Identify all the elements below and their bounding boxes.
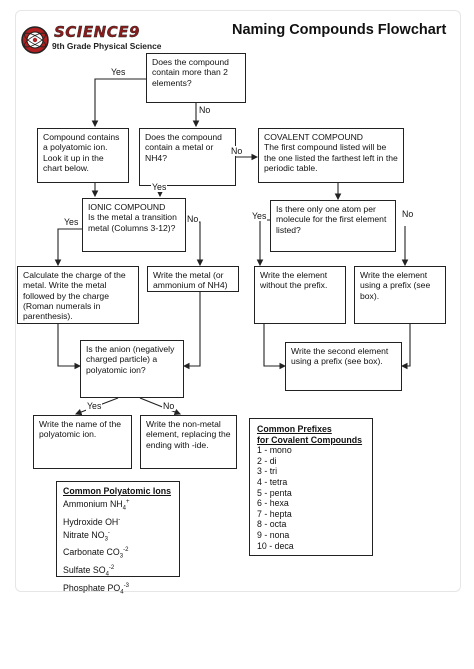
polyatomic-charge: - [107,529,110,536]
prefix-heading-line1: Common Prefixes [257,424,332,434]
polyatomic-subscript: 4 [120,589,124,596]
arrow-q1-yes [91,78,146,128]
arrow-q3-yes [256,219,270,267]
polyatomic-charge: - [118,516,121,523]
polyatomic-name: Phosphate [63,582,108,593]
polyatomic-item: Ammonium NH4+ [63,497,173,515]
logo-emblem-icon [21,26,49,54]
arrow-metal-anion [182,291,201,370]
polyatomic-list: Ammonium NH4+Hydroxide OH-Nitrate NO3-Ca… [63,497,173,598]
page-title: Naming Compounds Flowchart [232,22,447,38]
page-border [15,10,461,592]
question-more-than-two-elements: Does the compound contain more than 2 el… [146,53,246,103]
question-one-atom: Is there only one atom per molecule for … [270,200,396,252]
label-no-anion: No [162,401,176,411]
prefix-item: 4 - tetra [257,476,288,487]
polyatomic-name: Ammonium [63,498,110,509]
label-no-q2: No [230,146,244,156]
polyatomic-formula: SO [92,564,106,575]
prefix-item: 3 - tri [257,466,278,477]
logo-wordmark: SCIENCE9 [54,23,140,41]
polyatomic-name: Nitrate [63,529,92,540]
write-element-no-prefix-box: Write the element without the prefix. [254,266,346,324]
polyatomic-formula: OH [105,516,119,527]
write-element-prefix-box: Write the element using a prefix (see bo… [354,266,446,324]
polyatomic-subscript: 3 [104,536,108,543]
polyatomic-formula: NH [109,498,123,509]
logo-subtitle: 9th Grade Physical Science [52,41,162,51]
prefix-item: 5 - penta [257,487,292,498]
label-yes-ionic: Yes [63,217,80,227]
polyatomic-formula: NO [91,529,105,540]
write-polyatomic-name-box: Write the name of the polyatomic ion. [33,415,132,469]
label-yes-q2: Yes [151,182,168,192]
question-anion-polyatomic: Is the anion (negatively charged particl… [80,340,184,398]
polyatomic-charge: -2 [123,547,129,554]
polyatomic-charge: -3 [123,582,129,589]
prefix-item: 2 - di [257,455,277,466]
polyatomic-heading: Common Polyatomic Ions [63,486,172,496]
label-yes-anion: Yes [86,401,103,411]
polyatomic-item: Phosphate PO4-3 [63,581,173,599]
polyatomic-name: Carbonate [63,547,107,558]
second-element-box: Write the second element using a prefix … [285,342,402,391]
arrow-prefix-second [400,324,411,370]
arrow-calc-anion [57,324,82,370]
polyatomic-charge: -2 [108,564,115,571]
prefixes-table: Common Prefixes for Covalent Compounds 1… [249,418,373,556]
polyatomic-item: Nitrate NO3- [63,528,173,546]
polyatomic-charge: + [126,499,130,505]
arrow-ionic-no [186,221,204,267]
polyatomic-formula: CO [106,547,120,558]
polyatomic-formula: PO [107,582,121,593]
question-metal-nh4: Does the compound contain a metal or NH4… [139,128,236,186]
polyatomic-ion-box: Compound contains a polyatomic ion. Look… [37,128,129,183]
prefix-item: 7 - hepta [257,508,292,519]
arrow-noprefix-second [263,324,287,370]
logo: SCIENCE9 9th Grade Physical Science [20,23,180,57]
polyatomic-subscript: 4 [122,505,126,512]
polyatomic-item: Sulfate SO4-2 [63,563,173,581]
prefix-item: 9 - nona [257,529,290,540]
arrow-ionic-yes [54,228,82,267]
polyatomic-item: Carbonate CO3-2 [63,545,173,563]
label-no-ionic: No [186,214,200,224]
prefix-heading-line2: for Covalent Compounds [257,434,363,445]
polyatomic-subscript: 3 [119,553,124,560]
calculate-charge-box: Calculate the charge of the metal. Write… [17,266,139,324]
label-no-one-atom: No [401,209,415,219]
write-nonmetal-box: Write the non-metal element, replacing t… [140,415,237,469]
covalent-compound-box: COVALENT COMPOUND The first compound lis… [258,128,404,183]
write-metal-box: Write the metal (or ammonium of NH4) [147,266,239,292]
label-yes-one-atom: Yes [251,211,268,221]
label-no-q1: No [198,105,212,115]
prefix-item: 1 - mono [257,445,292,456]
polyatomic-name: Sulfate [63,564,93,575]
prefix-item: 10 - deca [257,540,294,551]
polyatomic-ions-table: Common Polyatomic Ions Ammonium NH4+Hydr… [56,481,180,595]
prefix-item: 6 - hexa [257,498,289,509]
prefix-item: 8 - octa [257,519,287,530]
ionic-compound-box: IONIC COMPOUND Is the metal a transition… [82,198,186,252]
polyatomic-item: Hydroxide OH- [63,515,173,528]
arrow-anion-no [139,397,182,416]
label-yes-q1: Yes [110,67,127,77]
polyatomic-subscript: 4 [105,571,109,578]
polyatomic-name: Hydroxide [63,516,106,527]
